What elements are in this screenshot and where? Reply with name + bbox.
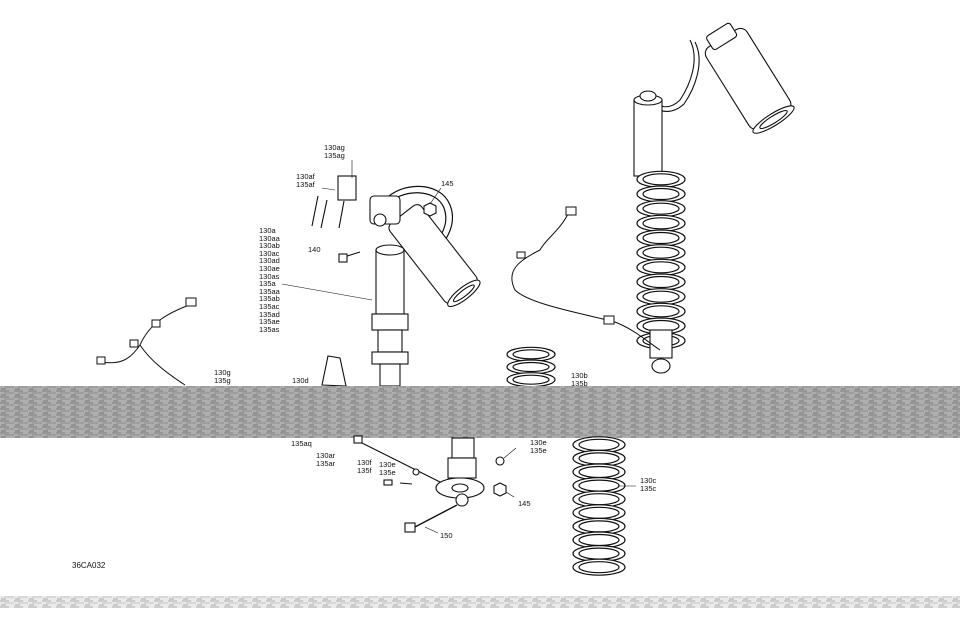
callout-text: 130ag [324, 143, 345, 152]
callout-130d: 130d [292, 377, 309, 385]
figure-reference-code: 36CA032 [72, 561, 106, 570]
callout-text: 135as [259, 324, 280, 334]
callout-text: 135e [379, 467, 396, 477]
callout-text: 130ad [259, 256, 280, 266]
coil-turn-inner [642, 261, 680, 274]
callout-text: 135ab [259, 294, 280, 304]
callout-130e-right: 130e 135e [530, 439, 547, 454]
callout-text: 130a [259, 226, 276, 235]
coil-turn-inner [642, 290, 680, 303]
coil-turn-inner [642, 231, 680, 245]
callout-text: 130ae [259, 263, 280, 273]
callout-text: 135aq [291, 439, 312, 448]
callout-text: 135ad [259, 309, 280, 319]
callout-130e-mid: 130e 135e [379, 461, 396, 476]
callout-text: 135c [640, 483, 657, 493]
center-spring [506, 346, 556, 388]
callout-text: 145 [441, 179, 454, 188]
coil-turn-inner [578, 561, 620, 574]
coil-turn-inner [642, 246, 680, 259]
center-shock-assembly [281, 160, 481, 387]
callout-text: 140 [308, 245, 321, 254]
callout-130g: 130g 135g [214, 369, 231, 384]
callout-text: 130c [640, 476, 657, 485]
callout-text: 135ag [324, 150, 345, 160]
callout-130ag: 130ag 135ag [324, 144, 345, 159]
callout-text: 130b [571, 371, 588, 380]
callout-130b: 130b 135b [571, 372, 588, 387]
callout-text: 130g [214, 368, 231, 377]
left-wire-harness [96, 297, 197, 386]
callout-150: 150 [440, 532, 453, 540]
coil-turn-inner [642, 202, 680, 215]
callout-text: 130d [292, 376, 309, 385]
spacer-part [321, 355, 347, 387]
callout-text: 130e [530, 438, 547, 447]
callout-130af: 130af 135af [296, 173, 315, 188]
coil-turn-inner [642, 305, 680, 318]
bottom-scan-noise [0, 596, 960, 608]
right-shock-assembly [633, 22, 795, 374]
callout-130f: 130f 135f [357, 459, 372, 474]
callout-text: 130ac [259, 248, 280, 258]
callout-text: 130ar [316, 451, 336, 460]
callout-text: 135ac [259, 301, 280, 311]
callout-135aq: 135aq [291, 440, 312, 448]
callout-text: 130as [259, 271, 280, 281]
callout-140: 140 [308, 246, 321, 254]
coil-turn-inner [642, 187, 680, 201]
coil-turn-inner [512, 361, 550, 373]
callout-text: 150 [440, 531, 453, 540]
coil-turn-inner [642, 275, 680, 289]
lower-center-hardware [353, 435, 517, 534]
callout-text: 130aa [259, 233, 280, 243]
callout-text: 135f [357, 465, 372, 475]
callout-text: 130ab [259, 241, 280, 251]
callout-text: 130f [357, 458, 372, 467]
callout-text: 135e [530, 445, 547, 455]
coil-turn-inner [512, 374, 550, 385]
callout-130ar: 130ar 135ar [316, 452, 335, 467]
callout-text: 145 [518, 499, 531, 508]
coil-turn-inner [642, 173, 680, 186]
callout-text: 135aa [259, 286, 280, 296]
coil-turn-inner [642, 217, 680, 230]
callout-text: 135ae [259, 317, 280, 327]
callout-text: 135b [571, 378, 588, 388]
callout-text: 130e [379, 460, 396, 469]
middle-scan-noise [0, 386, 960, 438]
callout-text: 135a [259, 279, 276, 289]
callout-145-top: 145 [441, 180, 454, 188]
callout-130a-list: 130a 130aa 130ab 130ac 130ad 130ae 130as… [259, 227, 280, 333]
lower-coil-spring [572, 436, 626, 576]
coil-turn-inner [512, 349, 550, 360]
callout-130c: 130c 135c [640, 477, 656, 492]
callout-145-bottom: 145 [518, 500, 531, 508]
callout-text: 135g [214, 375, 231, 385]
callout-text: 135af [296, 179, 315, 189]
callout-text: 130af [296, 172, 315, 181]
callout-text: 135ar [316, 458, 336, 468]
right-wire-harness [511, 206, 661, 351]
